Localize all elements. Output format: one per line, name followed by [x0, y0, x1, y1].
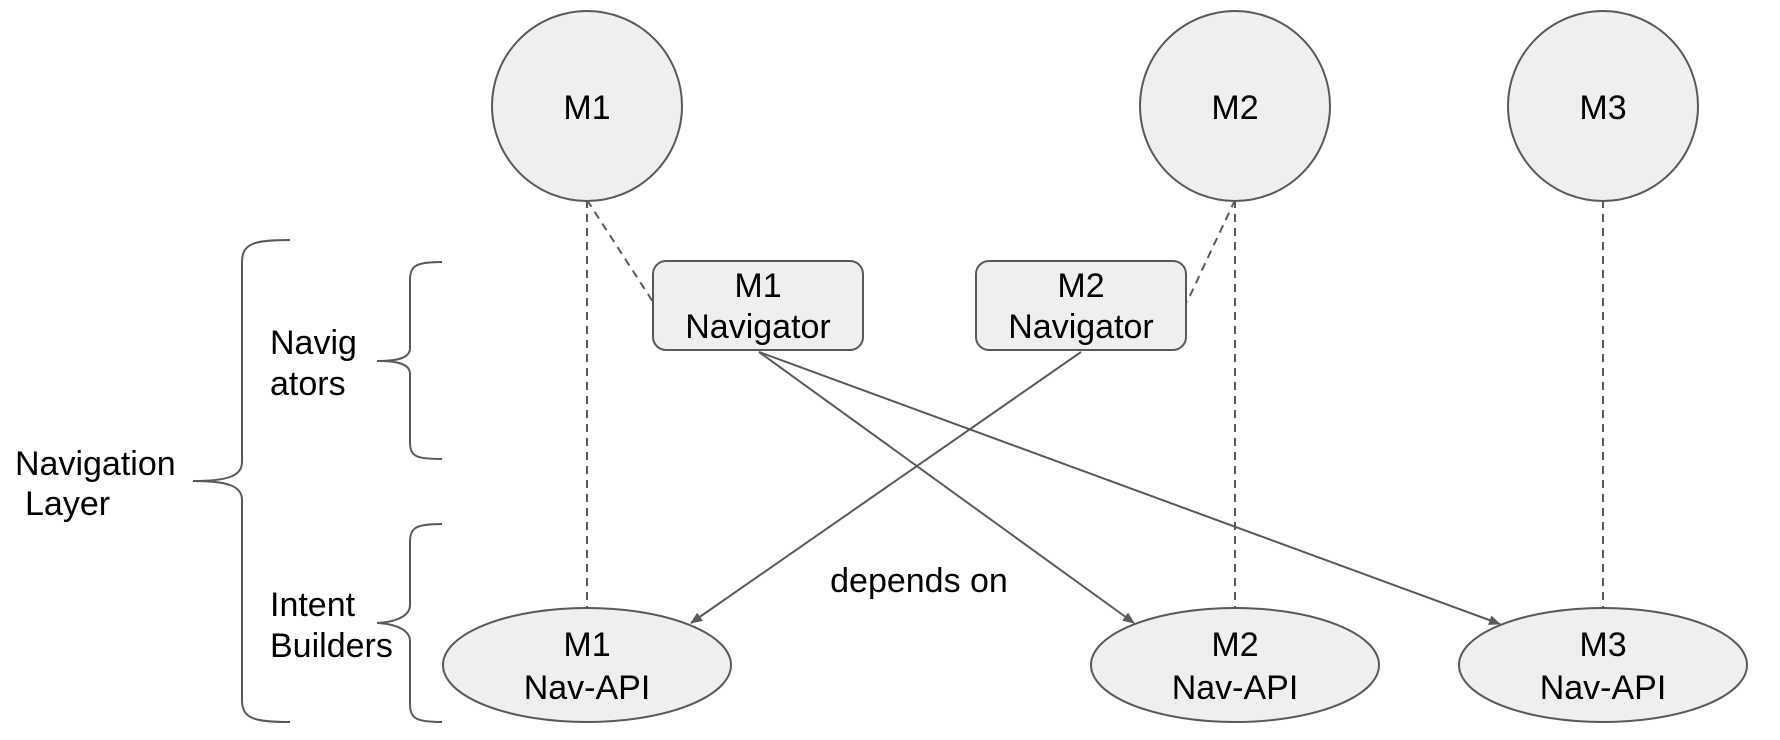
nav-api-label-line1: M3 [1579, 626, 1626, 664]
module-label: M3 [1579, 89, 1626, 127]
nav-api-label-line2: Nav-API [524, 669, 651, 707]
module-label: M2 [1211, 89, 1258, 127]
intent-builders-brace [376, 523, 443, 723]
nav-api-label-line1: M2 [1211, 626, 1258, 664]
navigators-label-line1: Navig [270, 324, 357, 362]
m1-navigator-to-m2-nav-api-arrow [758, 351, 1135, 624]
nav-api-node-m3: M3 Nav-API [1458, 607, 1748, 723]
navigation-layer-brace [192, 239, 291, 723]
navigators-label-line2: ators [270, 365, 346, 403]
navigators-brace [376, 261, 443, 460]
m1-navigator-to-m3-nav-api-arrow [758, 351, 1501, 625]
module-node-m3: M3 [1507, 10, 1699, 202]
navigator-node-m1: M1 Navigator [652, 260, 864, 351]
navigator-label-line2: Navigator [685, 308, 831, 346]
module-node-m1: M1 [491, 10, 683, 202]
nav-api-label-line2: Nav-API [1540, 669, 1667, 707]
navigator-node-m2: M2 Navigator [975, 260, 1187, 351]
navigation-layer-label-line1: Navigation [15, 445, 176, 483]
nav-api-label-line1: M1 [563, 626, 610, 664]
m2-navigator-to-m1-nav-api-arrow [690, 351, 1082, 624]
m2-module-to-m2-navigator-connector [1186, 199, 1236, 303]
depends-on-label: depends on [830, 562, 1008, 600]
navigator-label-line1: M1 [734, 267, 781, 305]
navigation-layer-label-line2: Layer [25, 485, 110, 523]
nav-api-label-line2: Nav-API [1172, 669, 1299, 707]
navigator-label-line1: M2 [1057, 267, 1104, 305]
module-node-m2: M2 [1139, 10, 1331, 202]
nav-api-node-m1: M1 Nav-API [442, 607, 732, 723]
module-label: M1 [563, 89, 610, 127]
intent-builders-label-line2: Builders [270, 627, 393, 665]
navigator-label-line2: Navigator [1008, 308, 1154, 346]
intent-builders-label-line1: Intent [270, 586, 356, 624]
nav-api-node-m2: M2 Nav-API [1090, 607, 1380, 723]
m1-module-to-m1-navigator-connector [586, 199, 656, 306]
